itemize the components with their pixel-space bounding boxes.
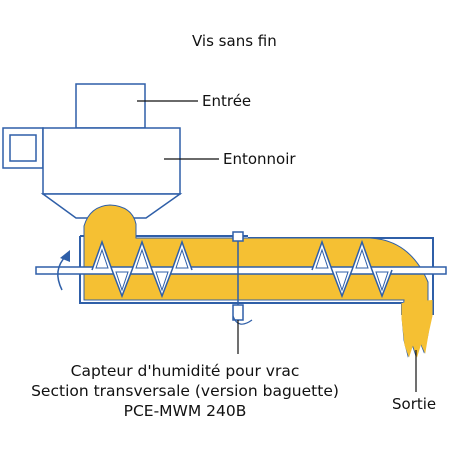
sensor-rotation-icon (232, 315, 253, 325)
label-entree: Entrée (202, 92, 252, 110)
sensor-probe-bottom (232, 304, 244, 321)
diagram-title: Vis sans fin (192, 32, 277, 50)
screw-flight-shading (95, 248, 389, 292)
rotation-arrow-head (60, 250, 70, 262)
sensor-caption: Capteur d'humidité pour vrac Section tra… (0, 361, 370, 421)
label-sortie: Sortie (392, 395, 437, 413)
hopper-body (42, 127, 181, 195)
screw-shaft (35, 266, 447, 275)
caption-line-1: Capteur d'humidité pour vrac (70, 362, 300, 380)
bulk-material (83, 204, 431, 358)
caption-line-2: Section transversale (version baguette) (31, 382, 339, 400)
control-box-inner (9, 134, 37, 162)
sensor-probe-top (232, 231, 244, 242)
outlet-chute (401, 300, 433, 358)
inlet-box (75, 83, 146, 129)
screw-flights (91, 239, 393, 299)
caption-line-3: PCE-MWM 240B (123, 402, 247, 420)
label-entonnoir: Entonnoir (223, 150, 296, 168)
